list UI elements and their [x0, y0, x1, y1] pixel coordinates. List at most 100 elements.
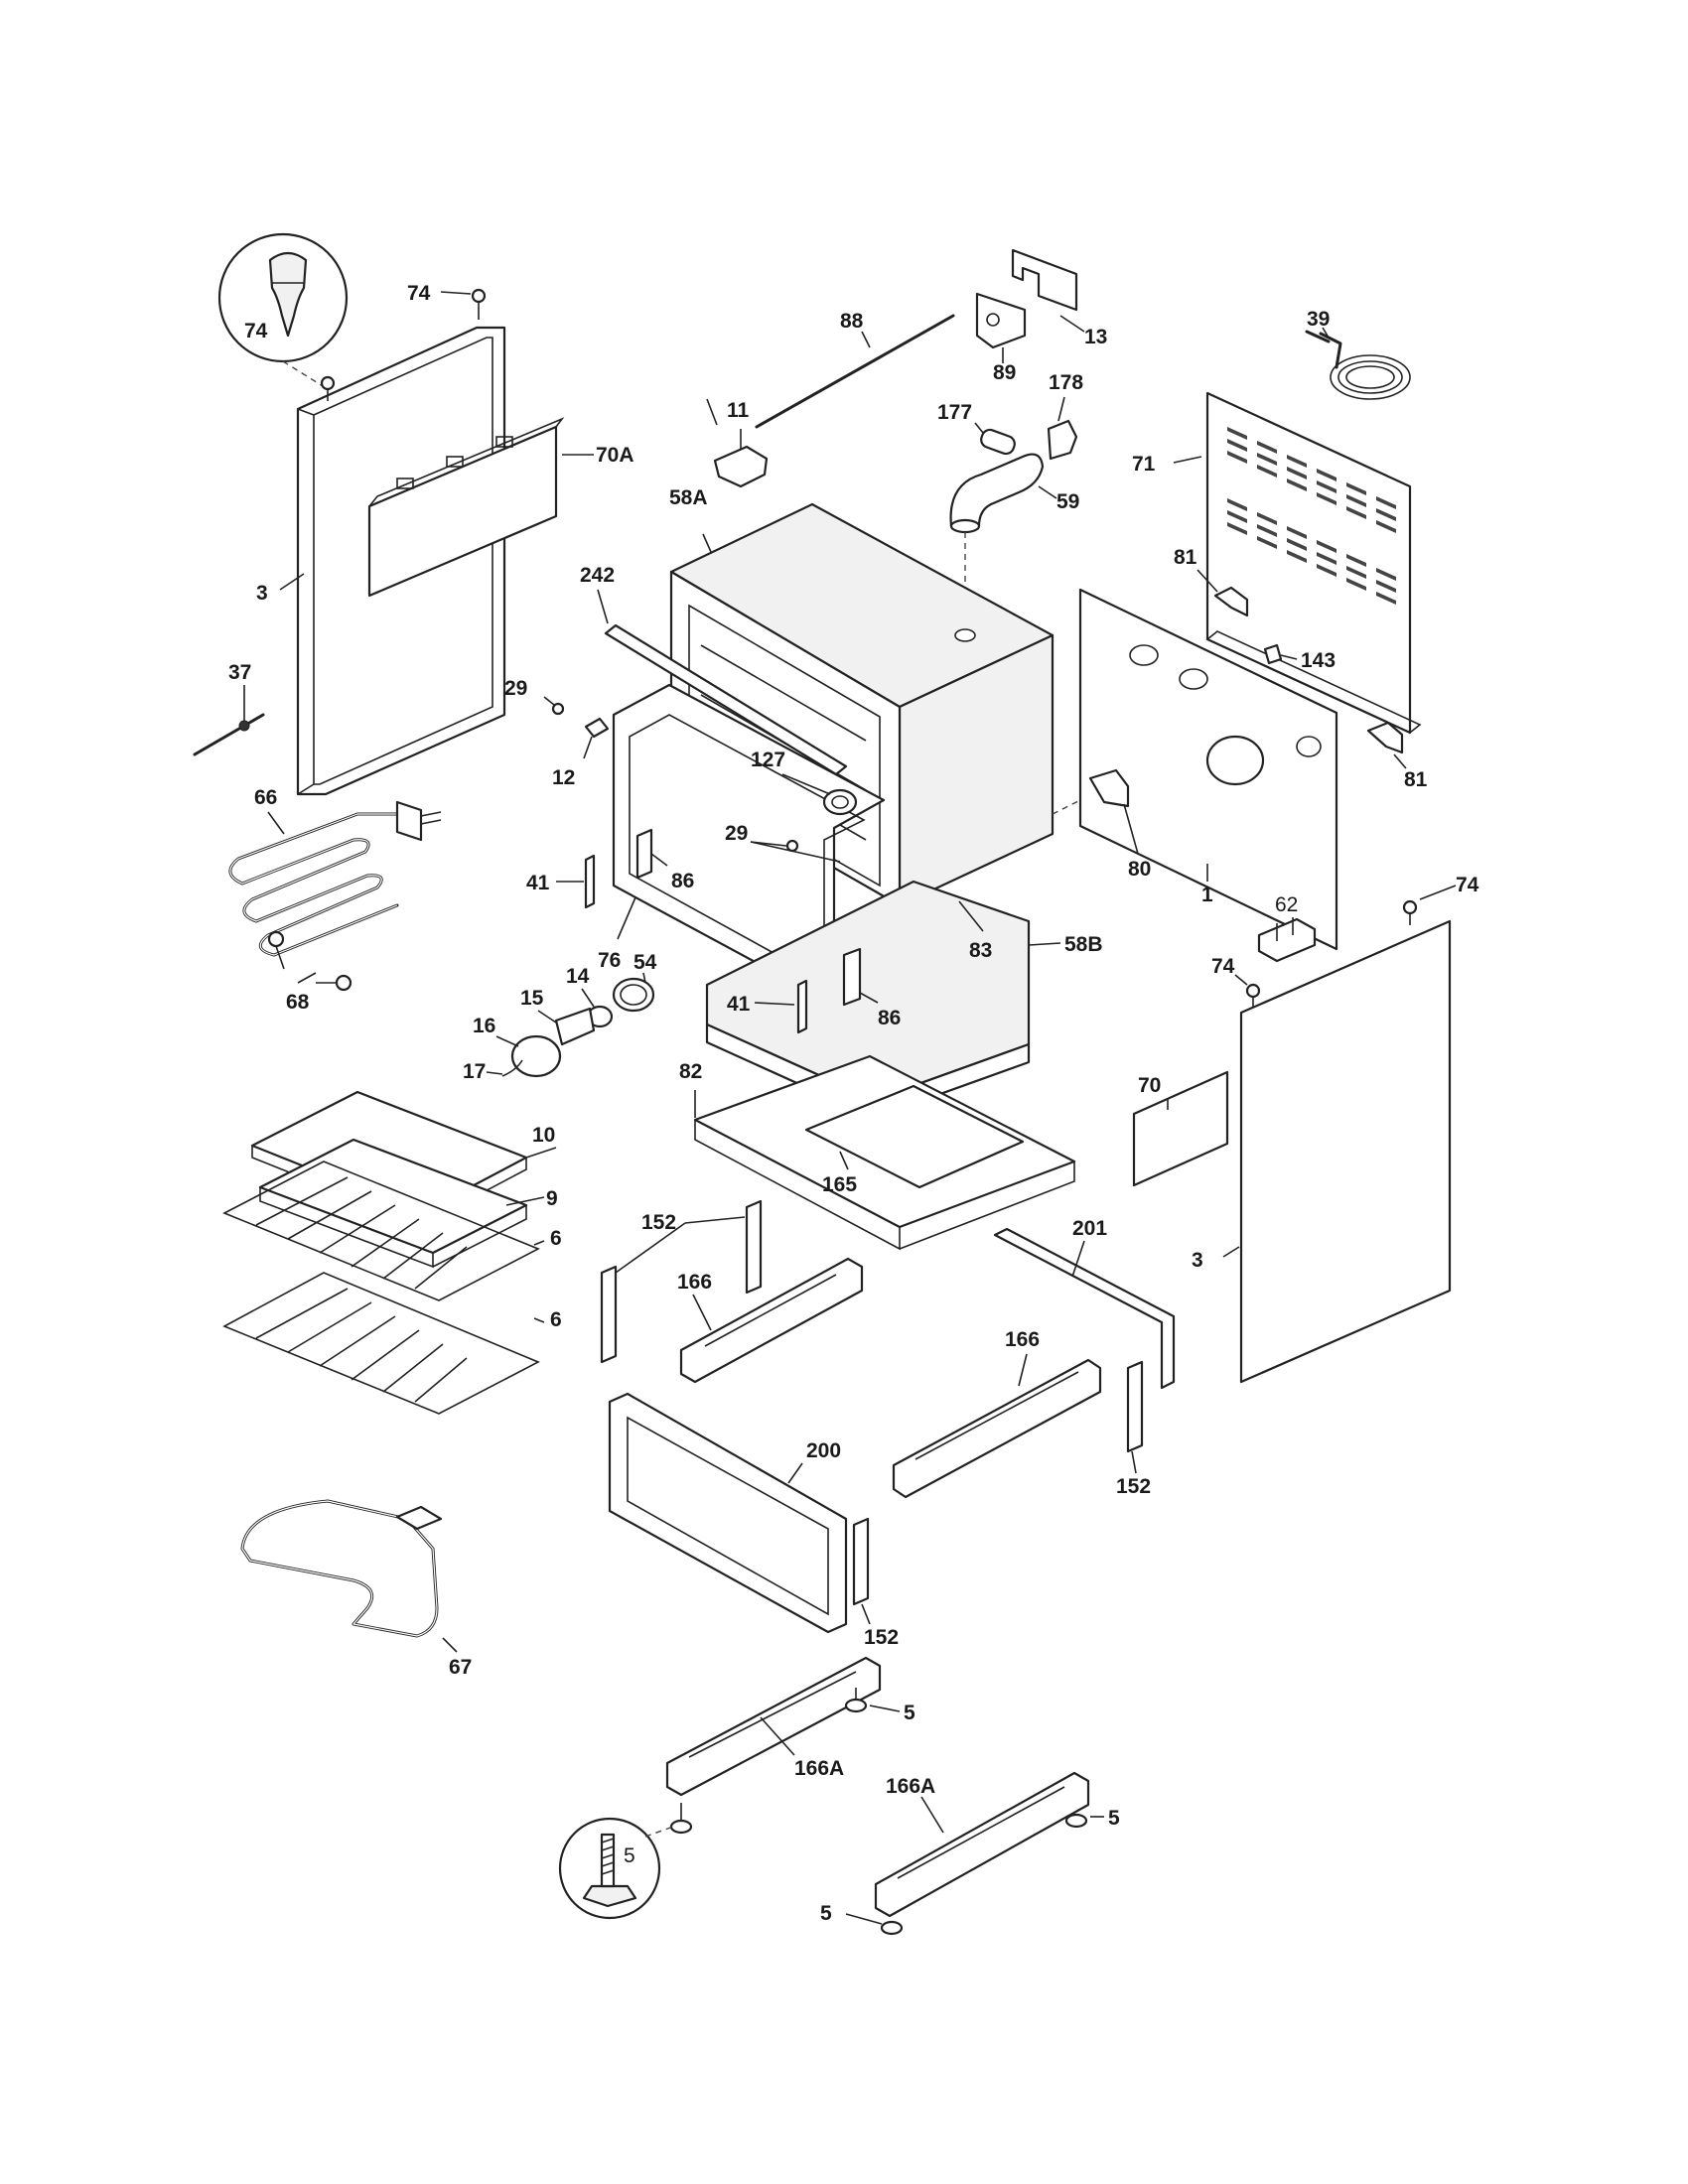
vent-slot — [1257, 512, 1277, 525]
callout-74-right: 74 — [1456, 874, 1479, 896]
vent-slot — [1257, 453, 1277, 466]
part-80-bracket: 80 — [1088, 768, 1151, 881]
callout-39: 39 — [1307, 308, 1330, 331]
vent-slot — [1346, 554, 1366, 567]
back-wall-alignment-line — [1052, 799, 1081, 815]
part-152-bracket-a: 152 — [600, 1199, 763, 1364]
part-62-terminal-block: 62 — [1257, 893, 1317, 963]
callout-68: 68 — [286, 991, 310, 1014]
callout-13: 13 — [1084, 326, 1107, 348]
part-89-latch: 89 — [975, 292, 1027, 384]
vent-slot — [1287, 478, 1307, 491]
part-5-leveler-d: 5 — [820, 1902, 904, 1936]
vent-slot — [1227, 510, 1247, 523]
callout-177: 177 — [937, 401, 972, 424]
part-6-oven-rack-a: 6 — [222, 1160, 562, 1301]
callout-9: 9 — [546, 1187, 558, 1210]
callout-14: 14 — [566, 965, 590, 988]
callout-166A-a: 166A — [794, 1757, 844, 1780]
callout-10: 10 — [532, 1124, 555, 1147]
vent-slot — [1376, 568, 1396, 581]
part-88-rod: 88 — [755, 310, 955, 429]
vent-slot — [1317, 564, 1336, 577]
vent-slot — [1287, 550, 1307, 563]
part-3-side-panel-right: 3 — [1192, 919, 1452, 1384]
callout-15: 15 — [520, 987, 544, 1010]
part-74-screw-right: 74 — [1402, 874, 1479, 925]
part-166A-rail-a: 166A — [665, 1656, 882, 1797]
callout-76: 76 — [598, 949, 621, 972]
callout-67: 67 — [449, 1656, 472, 1679]
vent-slot — [1227, 439, 1247, 452]
callout-5-circle: 5 — [624, 1844, 635, 1867]
part-1-back-wall: 1 — [1078, 588, 1338, 951]
part-17-wire: 17 — [463, 1059, 523, 1083]
vent-slot — [1287, 455, 1307, 468]
part-70-trim: 70 — [1132, 1070, 1229, 1187]
vent-slot — [1227, 427, 1247, 440]
part-166-slide-a: 166 — [677, 1257, 864, 1384]
callout-200: 200 — [806, 1439, 841, 1462]
callout-29-b: 29 — [725, 822, 748, 845]
callout-74-top: 74 — [407, 282, 431, 305]
part-74-screw-right2: 74 — [1211, 955, 1261, 1009]
vent-slot — [1346, 494, 1366, 507]
vent-slot — [1317, 540, 1336, 553]
callout-152-c: 152 — [864, 1626, 899, 1649]
part-41-hinge-b: 41 — [727, 979, 808, 1034]
callout-74-circle: 74 — [244, 320, 268, 342]
part-11-bracket: 11 — [713, 399, 769, 488]
callout-3-left: 3 — [256, 582, 268, 605]
callout-71: 71 — [1132, 453, 1156, 476]
callout-70A: 70A — [596, 444, 634, 467]
part-81-bracket-right: 81 — [1366, 721, 1428, 791]
part-177-gasket: 177 — [937, 401, 1016, 456]
vent-slot — [1287, 538, 1307, 551]
vent-slot — [1376, 580, 1396, 593]
vent-slot — [1257, 536, 1277, 549]
callout-41-a: 41 — [526, 872, 550, 894]
vent-slot — [1257, 441, 1277, 454]
detail-leader-5 — [644, 1826, 674, 1838]
callout-152-a: 152 — [641, 1211, 676, 1234]
callout-58A: 58A — [669, 486, 708, 509]
part-5-leveler-circle: 5 — [558, 1817, 661, 1920]
callout-11: 11 — [727, 399, 750, 422]
callout-29-a: 29 — [504, 677, 527, 700]
vent-slot — [1257, 524, 1277, 537]
part-165-insulation: 165 — [804, 1084, 1025, 1196]
part-37-sensor: 37 — [193, 661, 265, 756]
callout-74-right2: 74 — [1211, 955, 1235, 978]
vent-slot — [1287, 526, 1307, 539]
callout-5-a: 5 — [904, 1702, 915, 1724]
callout-127: 127 — [751, 749, 785, 771]
callout-166-b: 166 — [1005, 1328, 1040, 1351]
vent-slot — [1317, 469, 1336, 481]
vent-slot — [1227, 451, 1247, 464]
vent-slot — [1227, 522, 1247, 535]
callout-88: 88 — [840, 310, 864, 333]
callout-1: 1 — [1201, 884, 1213, 906]
callout-242: 242 — [580, 564, 615, 587]
part-66-broil-element: 66 — [228, 786, 442, 957]
part-54-lens-ring: 54 — [612, 951, 657, 1013]
vent-slot — [1376, 520, 1396, 533]
part-39-power-cord: 39 — [1305, 308, 1411, 400]
callout-6-a: 6 — [550, 1227, 562, 1250]
callout-178: 178 — [1049, 371, 1083, 394]
part-74-screw-left — [320, 375, 336, 401]
part-5-leveler-a: 5 — [844, 1688, 915, 1724]
callout-5-c: 5 — [820, 1902, 832, 1925]
rear-panel-vents — [1227, 427, 1396, 605]
callout-81-top: 81 — [1174, 546, 1197, 569]
part-86-hinge-receiver-a: 86 — [635, 828, 694, 892]
part-68-screws: 68 — [267, 930, 352, 1014]
part-127-light-socket: 127 — [751, 749, 858, 816]
part-41-hinge-a: 41 — [526, 854, 596, 909]
part-76-door-liner: 76 — [598, 683, 886, 1007]
part-166A-rail-b: 166A — [874, 1771, 1090, 1918]
vent-slot — [1287, 467, 1307, 479]
callout-82: 82 — [679, 1060, 702, 1083]
vent-slot — [1317, 492, 1336, 505]
